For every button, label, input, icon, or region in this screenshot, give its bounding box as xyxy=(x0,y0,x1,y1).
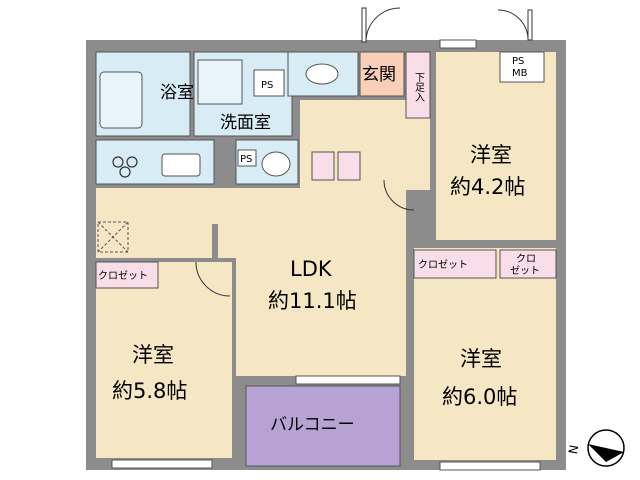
window-top xyxy=(439,39,477,49)
entrance-label: 玄関 xyxy=(362,65,396,85)
compass-needle xyxy=(588,444,624,462)
ldk-name: LDK xyxy=(290,257,333,281)
western-c-size: 約6.0帖 xyxy=(442,385,517,409)
compass-label: N xyxy=(566,444,581,455)
stove-burner-2 xyxy=(126,156,138,168)
closet-c-label: クロゼット xyxy=(418,259,468,271)
hall-door-swing xyxy=(383,179,415,211)
window-bottom-c xyxy=(439,461,541,471)
ldk-inner-wall xyxy=(212,224,218,258)
washroom-label: 洗面室 xyxy=(220,113,271,133)
top-door-swing xyxy=(497,9,529,41)
ps-box xyxy=(253,69,285,97)
ps-vanity-label: PS xyxy=(240,154,252,165)
ldk-floor-lower xyxy=(236,256,406,376)
ps-label: PS xyxy=(261,80,273,91)
room-b-door-swing xyxy=(195,261,231,297)
storage-x-line-2 xyxy=(97,221,129,253)
western-a-name: 洋室 xyxy=(470,143,512,167)
window-ldk xyxy=(295,375,401,385)
ps-mb-label-1: PS xyxy=(512,56,524,67)
bath-label-1: 浴室 xyxy=(160,83,194,103)
hall-cabinet-2 xyxy=(337,151,361,181)
western-a-size: 約4.2帖 xyxy=(450,175,525,199)
western-c-floor xyxy=(414,248,556,460)
top-door-leaf xyxy=(527,9,533,41)
ldk-floor xyxy=(96,188,406,258)
entrance-door-leaf xyxy=(361,7,367,43)
western-b-name: 洋室 xyxy=(132,343,174,367)
western-a-floor xyxy=(436,52,556,240)
storage-x-box xyxy=(97,221,129,253)
western-b-size: 約5.8帖 xyxy=(112,379,187,403)
entrance-door-swing xyxy=(365,7,401,43)
closet-b xyxy=(95,261,159,289)
bathtub xyxy=(99,71,143,129)
stove-burner-1 xyxy=(112,156,124,168)
western-b-floor xyxy=(96,262,232,458)
closet-b-label: クロゼット xyxy=(98,270,148,282)
closet-small-label-2: ゼット xyxy=(510,265,540,277)
balcony-label: バルコニー xyxy=(270,415,355,435)
western-c-name: 洋室 xyxy=(460,347,502,371)
ldk-size: 約11.1帖 xyxy=(268,289,357,313)
entrance-floor xyxy=(359,51,405,97)
closet-c xyxy=(413,249,497,279)
hall-cabinet-1 xyxy=(311,151,335,181)
ps-mb-box xyxy=(499,51,545,83)
shoe-storage xyxy=(405,51,431,119)
toilet xyxy=(305,63,339,85)
washer-pan xyxy=(197,59,243,105)
shoe-storage-label: 下足入 xyxy=(413,72,425,102)
ps-vanity-box xyxy=(237,149,257,167)
kitchen-sink xyxy=(161,153,201,177)
closet-small-label-1: クロ xyxy=(516,253,536,265)
vanity-sink xyxy=(261,151,291,177)
compass: N xyxy=(566,429,625,467)
stove-burner-3 xyxy=(119,166,131,178)
balcony-area xyxy=(245,385,401,467)
window-bottom-b xyxy=(111,459,213,469)
ps-mb-label-2: MB xyxy=(512,68,528,79)
closet-small xyxy=(499,249,557,279)
